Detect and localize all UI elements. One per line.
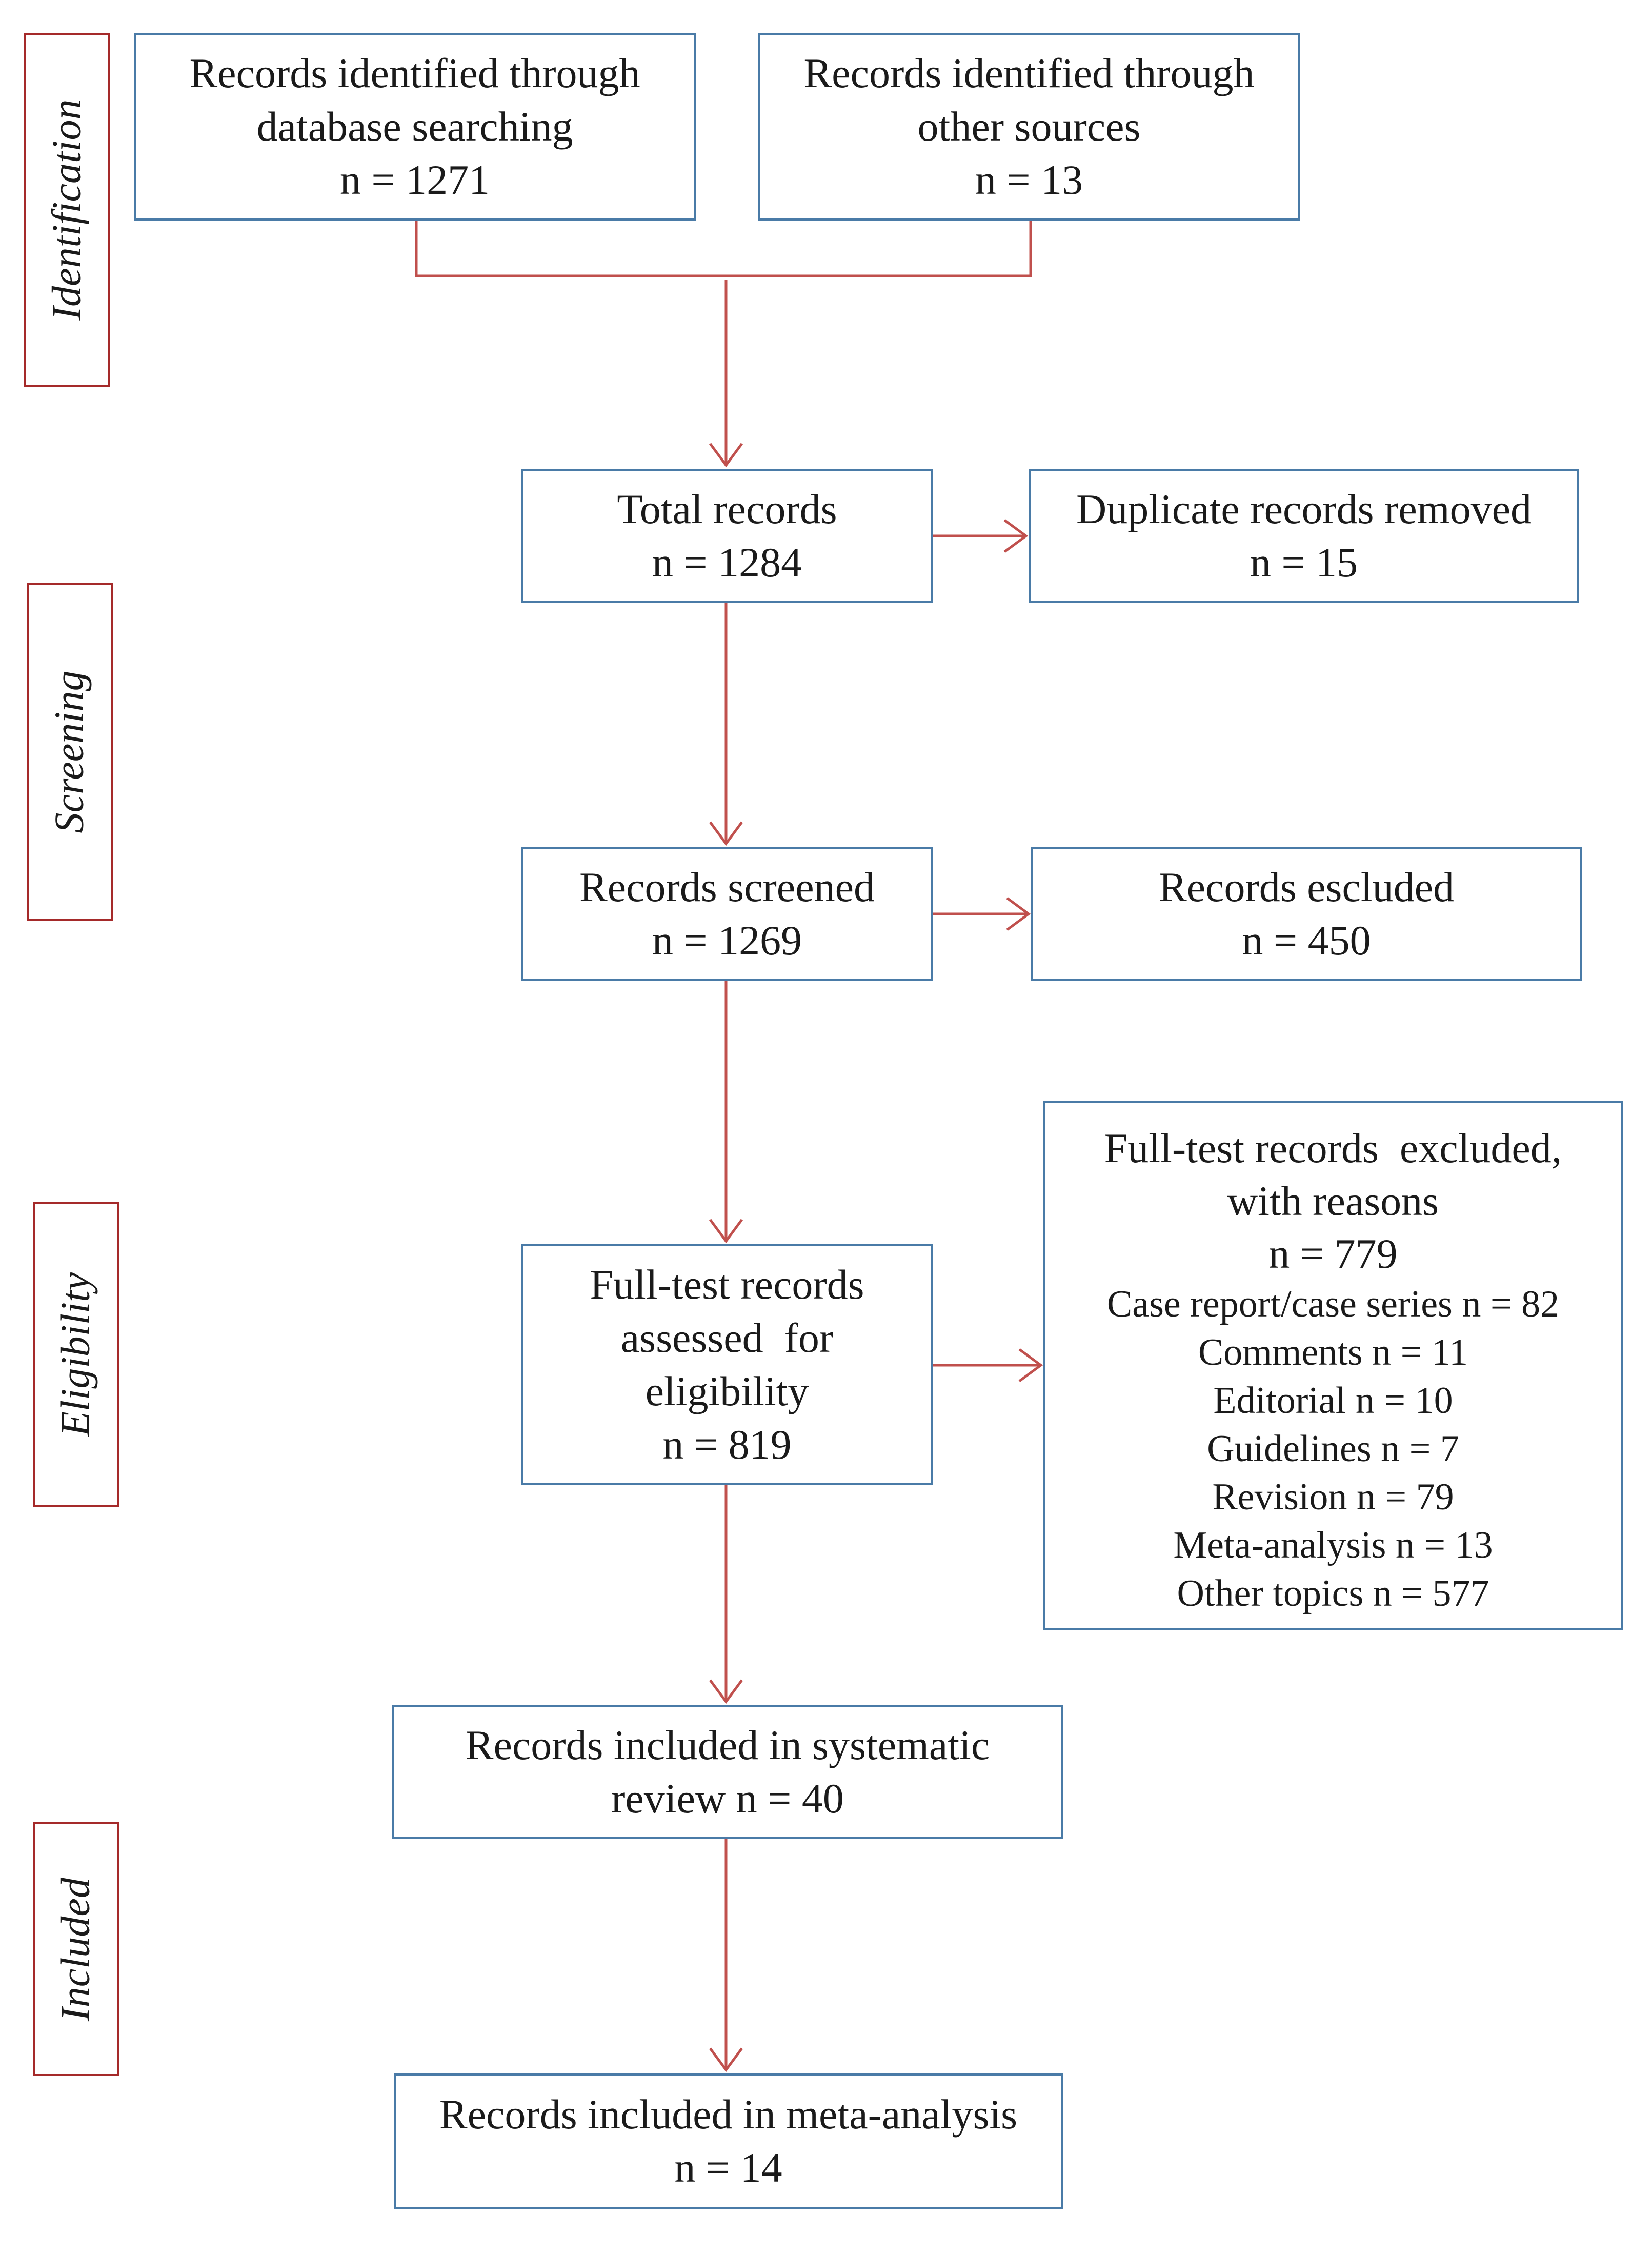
full-text-assessed-line3: eligibility [645, 1368, 809, 1414]
duplicates-removed-count: n = 15 [1250, 539, 1358, 586]
full-text-assessed-line1: Full-test records [590, 1261, 864, 1308]
stage-screening: Screening [27, 583, 113, 921]
full-text-excluded-count: n = 779 [1268, 1230, 1398, 1277]
systematic-review-box: Records included in systematic review n … [392, 1705, 1063, 1839]
meta-analysis-count: n = 14 [674, 2144, 782, 2191]
database-search-count: n = 1271 [339, 156, 490, 203]
full-text-assessed-count: n = 819 [662, 1421, 792, 1468]
total-records-box: Total records n = 1284 [521, 469, 933, 603]
other-sources-box: Records identified through other sources… [758, 33, 1300, 221]
total-records-count: n = 1284 [652, 539, 802, 586]
stage-identification: Identification [24, 33, 110, 387]
full-text-excluded-box: Full-test records excluded, with reasons… [1043, 1101, 1623, 1630]
other-sources-line2: other sources [917, 103, 1141, 150]
reason-case-report: Case report/case series n = 82 [1106, 1283, 1560, 1325]
database-search-line1: Records identified through [189, 50, 640, 96]
stage-screening-label: Screening [47, 670, 92, 833]
records-excluded-count: n = 450 [1242, 917, 1371, 964]
full-text-assessed-line2: assessed for [620, 1314, 834, 1361]
records-screened-label: Records screened [579, 864, 875, 910]
merge-connector [415, 220, 1032, 277]
other-sources-count: n = 13 [975, 156, 1083, 203]
database-search-line2: database searching [256, 103, 573, 150]
systematic-review-line2: review n = 40 [611, 1775, 844, 1822]
reason-meta-analysis: Meta-analysis n = 13 [1173, 1524, 1493, 1566]
stage-included: Included [33, 1822, 119, 2076]
records-excluded-box: Records escluded n = 450 [1031, 847, 1582, 981]
other-sources-line1: Records identified through [803, 50, 1255, 96]
stage-included-label: Included [53, 1877, 98, 2021]
meta-analysis-line1: Records included in meta-analysis [439, 2091, 1018, 2138]
meta-analysis-box: Records included in meta-analysis n = 14 [394, 2073, 1063, 2209]
reason-comments: Comments n = 11 [1198, 1331, 1468, 1373]
stage-eligibility-label: Eligibility [53, 1272, 98, 1437]
reason-guidelines: Guidelines n = 7 [1207, 1428, 1459, 1470]
duplicates-removed-label: Duplicate records removed [1076, 486, 1532, 532]
duplicates-removed-box: Duplicate records removed n = 15 [1029, 469, 1579, 603]
full-text-assessed-box: Full-test records assessed for eligibili… [521, 1244, 933, 1485]
stage-identification-label: Identification [44, 99, 90, 321]
reason-revision: Revision n = 79 [1212, 1476, 1454, 1518]
full-text-excluded-line2: with reasons [1227, 1178, 1439, 1224]
records-excluded-label: Records escluded [1158, 864, 1455, 910]
records-screened-box: Records screened n = 1269 [521, 847, 933, 981]
full-text-excluded-line1: Full-test records excluded, [1104, 1125, 1562, 1171]
reason-editorial: Editorial n = 10 [1213, 1380, 1453, 1422]
systematic-review-line1: Records included in systematic [465, 1722, 990, 1768]
database-search-box: Records identified through database sear… [134, 33, 696, 221]
stage-eligibility: Eligibility [33, 1202, 119, 1507]
reason-other-topics: Other topics n = 577 [1177, 1572, 1489, 1614]
records-screened-count: n = 1269 [652, 917, 802, 964]
total-records-label: Total records [617, 486, 837, 532]
